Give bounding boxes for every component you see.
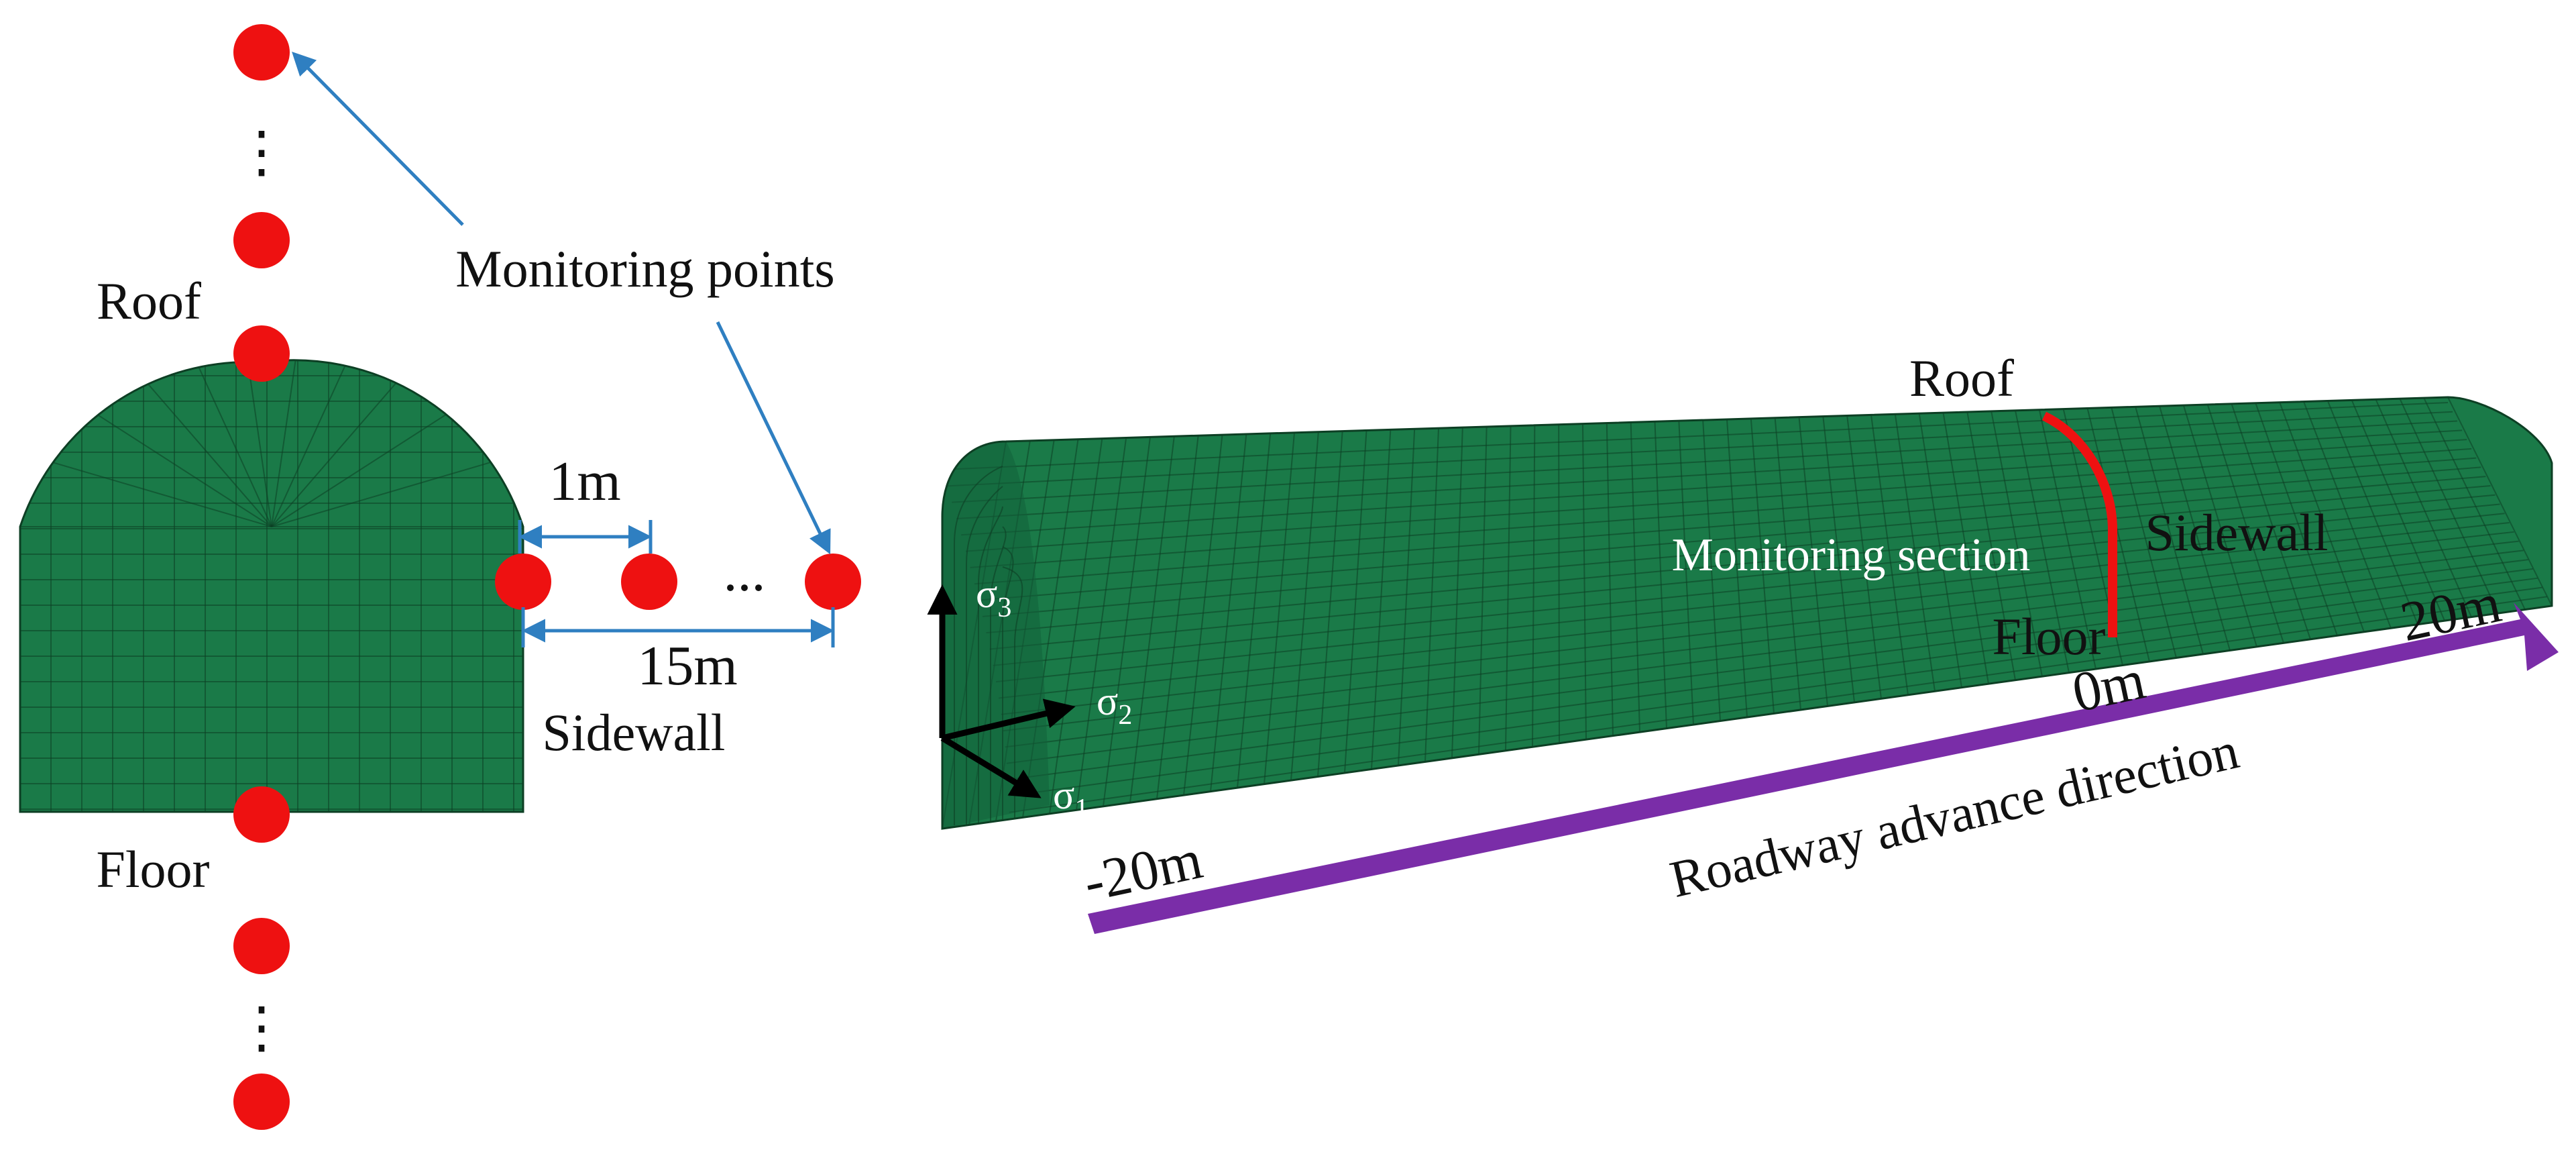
monitoring-point	[805, 554, 861, 610]
monitoring-point-roof	[233, 325, 290, 382]
position-mid-label: 0m	[2067, 648, 2150, 724]
stress-axes	[927, 584, 1076, 798]
monitoring-point	[233, 24, 290, 81]
monitoring-point-sidewall	[495, 554, 551, 610]
model-3d: σ3 σ2 σ1 Roof Monitoring section Sidewal…	[927, 349, 2559, 934]
cross-section: ⋮ ⋮ ... 1m 15m Monitoring points Roof Fl	[19, 24, 861, 1130]
model-roof-label: Roof	[1909, 349, 2014, 407]
ellipsis-vertical-bottom: ⋮	[233, 997, 290, 1059]
callout-arrow-top	[292, 52, 464, 226]
roof-label: Roof	[97, 272, 201, 330]
model-sidewall-label: Sidewall	[2145, 503, 2329, 562]
dimension-15m	[521, 607, 835, 647]
cross-section-mesh-body	[20, 360, 523, 812]
sigma-3-label: σ3	[976, 572, 1011, 623]
monitoring-points-label: Monitoring points	[455, 240, 835, 298]
monitoring-point	[233, 1074, 290, 1130]
sigma-1-label: σ1	[1053, 773, 1088, 825]
monitoring-section-line	[2041, 411, 2117, 637]
floor-label: Floor	[96, 840, 209, 898]
dimension-1m	[518, 520, 653, 554]
spacing-label-15m: 15m	[637, 635, 737, 697]
ellipsis-horizontal: ...	[724, 541, 766, 603]
monitoring-point	[621, 554, 677, 610]
monitoring-section-label: Monitoring section	[1672, 529, 2031, 581]
spacing-label-1m: 1m	[549, 450, 620, 513]
monitoring-point	[233, 212, 290, 268]
monitoring-point	[233, 918, 290, 974]
cross-section-mesh-grid	[20, 360, 523, 812]
ellipsis-vertical-top: ⋮	[233, 121, 290, 184]
sigma-2-label: σ2	[1097, 679, 1132, 731]
model-floor-label: Floor	[1992, 607, 2105, 666]
callout-arrow-right	[716, 321, 831, 555]
roadway-front-face-grid	[954, 466, 1023, 825]
monitoring-point-floor	[233, 786, 290, 843]
advance-direction-arrow	[1088, 603, 2559, 934]
sidewall-label: Sidewall	[543, 703, 726, 762]
roadway-mesh-body	[942, 397, 2552, 829]
